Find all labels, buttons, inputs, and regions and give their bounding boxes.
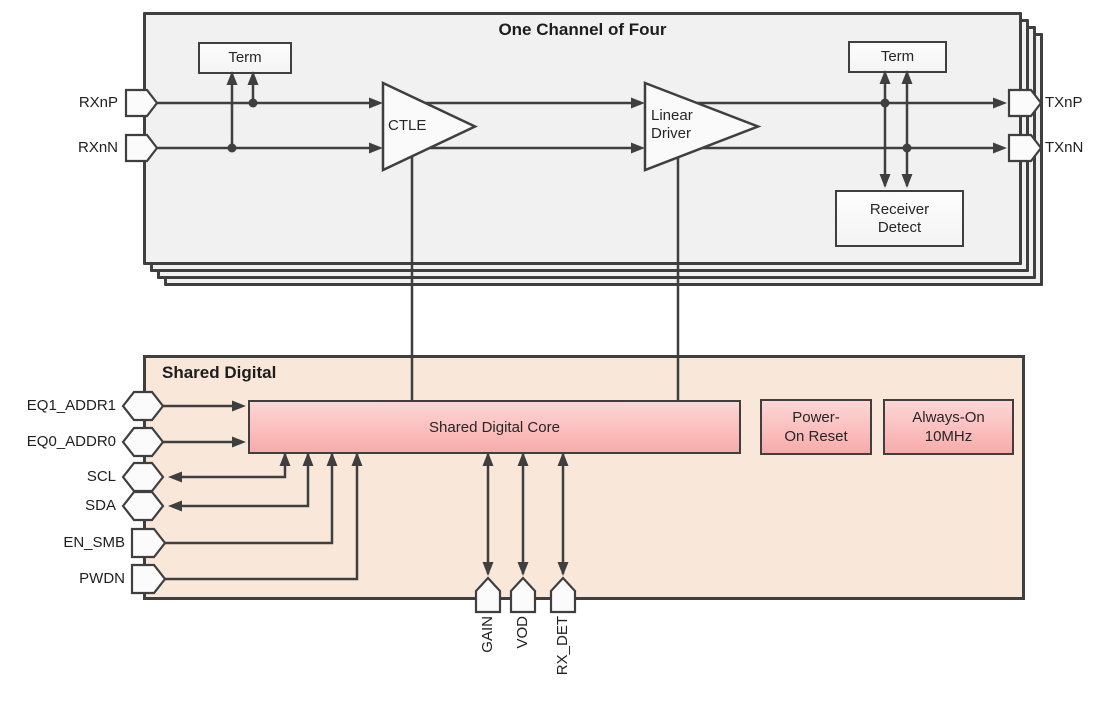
always-on-line1: Always-On	[912, 409, 985, 426]
always-on-10mhz-box: Always-On 10MHz	[883, 399, 1014, 455]
power-on-reset-line2: On Reset	[784, 428, 848, 445]
ctle-label: CTLE	[388, 117, 427, 134]
always-on-line2: 10MHz	[924, 428, 973, 445]
linear-driver-line2: Driver	[651, 125, 691, 142]
rxnn-label: RXnN	[77, 139, 118, 156]
power-on-reset-line1: Power-	[792, 409, 840, 426]
eq1-addr1-label: EQ1_ADDR1	[26, 397, 116, 414]
receiver-detect-line1: Receiver	[869, 200, 930, 218]
shared-digital-core-label: Shared Digital Core	[429, 418, 560, 436]
term-box-left: Term	[198, 42, 292, 74]
receiver-detect-line2: Detect	[877, 218, 922, 236]
term-left-label: Term	[228, 49, 262, 66]
rxnp-label: RXnP	[78, 94, 118, 111]
pwdn-label: PWDN	[79, 570, 125, 587]
sda-label: SDA	[85, 497, 116, 514]
vod-label: VOD	[514, 616, 531, 649]
gain-label: GAIN	[479, 616, 496, 653]
txnn-label: TXnN	[1045, 139, 1084, 156]
receiver-detect-box: Receiver Detect	[835, 190, 964, 247]
rx-det-label: RX_DET	[554, 616, 571, 676]
term-right-label: Term	[880, 48, 915, 65]
scl-label: SCL	[86, 468, 116, 485]
term-box-right: Term	[848, 41, 947, 73]
shared-digital-title: Shared Digital	[162, 363, 277, 382]
txnp-label: TXnP	[1045, 94, 1083, 111]
eq0-addr0-label: EQ0_ADDR0	[26, 433, 116, 450]
shared-digital-block	[143, 355, 1025, 600]
channel-block-title: One Channel of Four	[498, 20, 667, 39]
linear-driver-line1: Linear	[651, 107, 693, 124]
power-on-reset-box: Power- On Reset	[760, 399, 872, 455]
linear-driver-label: Linear Driver	[651, 107, 693, 143]
shared-digital-core-box: Shared Digital Core	[248, 400, 741, 454]
en-smb-label: EN_SMB	[63, 534, 125, 551]
